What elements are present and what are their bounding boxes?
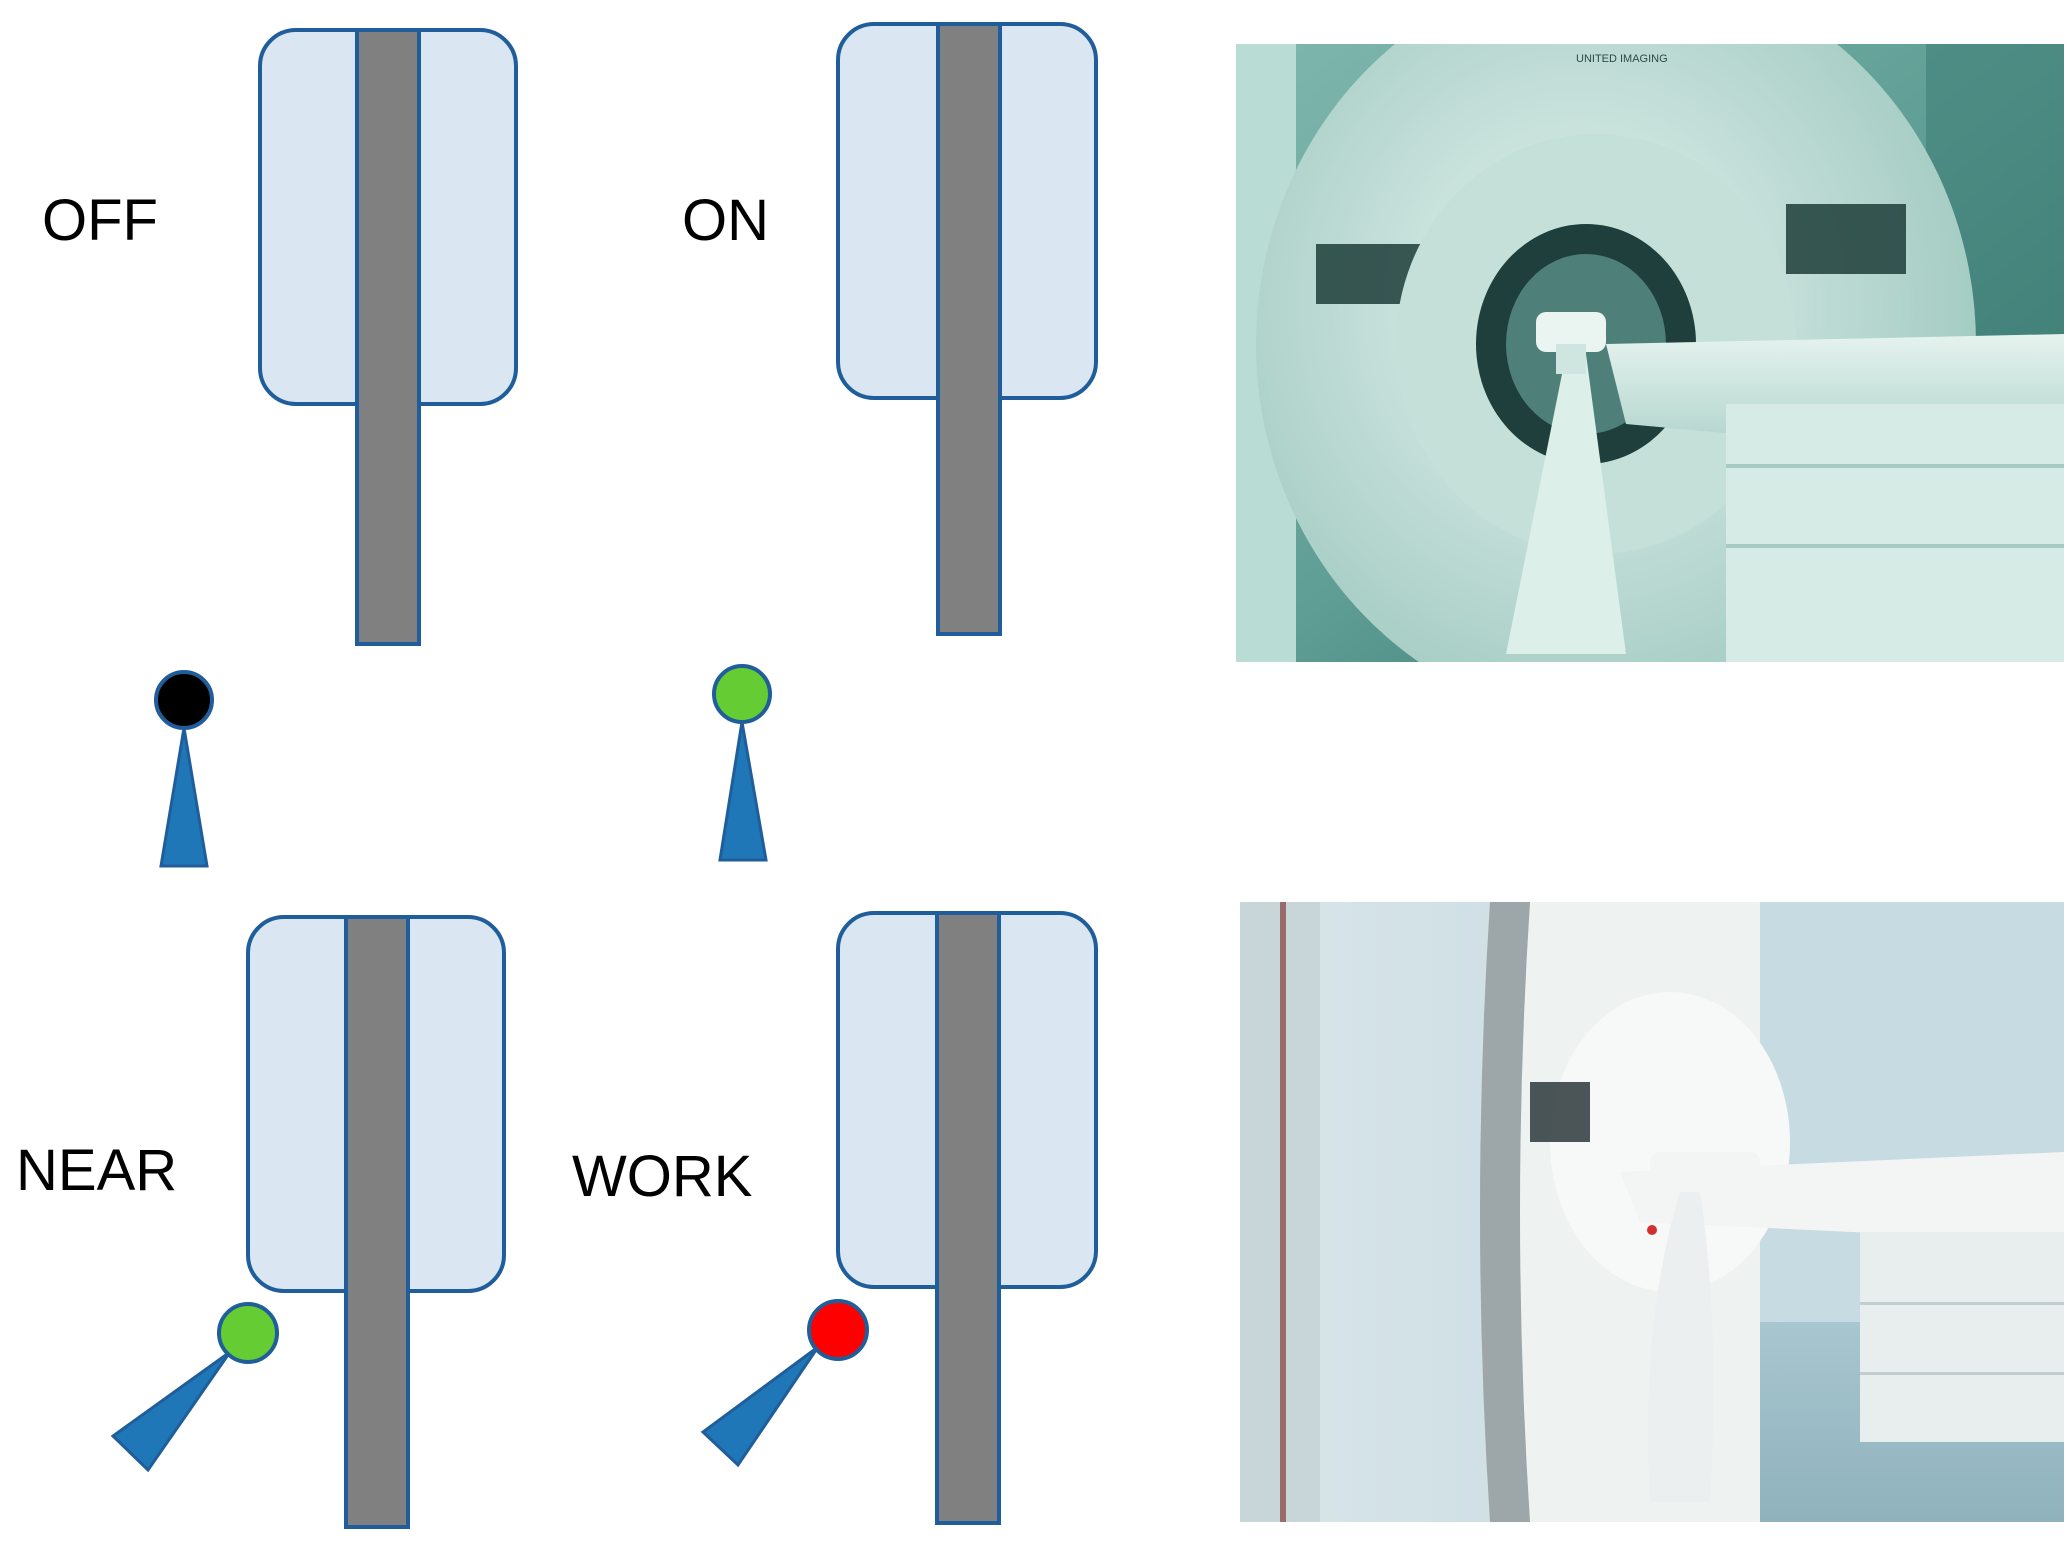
green-led-icon (712, 664, 772, 724)
black-led-icon (154, 670, 214, 730)
sensor-stand-work (700, 1345, 820, 1468)
schematic-diagrams (110, 22, 1098, 1529)
state-label-off: OFF (42, 188, 158, 253)
sensor-device-work (700, 1299, 869, 1468)
sensor-stand-off (159, 727, 209, 868)
mri-scanner-photo-bottom (1240, 902, 2064, 1522)
sensor-stand-on (718, 721, 768, 862)
panel-work (700, 911, 1098, 1525)
patient-table-work (935, 911, 1001, 1525)
state-label-on: ON (682, 188, 769, 253)
patient-table-on (936, 22, 1002, 636)
patient-table-off (355, 28, 421, 646)
green-led-icon (217, 1302, 279, 1364)
mri-scanner-photo-top: UNITED IMAGING (1236, 44, 2064, 662)
state-label-work: WORK (572, 1144, 753, 1209)
panel-on (712, 22, 1098, 862)
state-label-near: NEAR (16, 1138, 178, 1203)
patient-table-near (344, 915, 410, 1529)
sensor-device-on (712, 664, 772, 862)
sensor-device-near (110, 1302, 279, 1473)
red-led-icon (807, 1299, 869, 1361)
svg-text:UNITED IMAGING: UNITED IMAGING (1576, 53, 1668, 65)
sensor-stand-near (110, 1350, 232, 1473)
panel-near (110, 915, 506, 1529)
sensor-device-off (154, 670, 214, 868)
panel-off (154, 28, 518, 868)
